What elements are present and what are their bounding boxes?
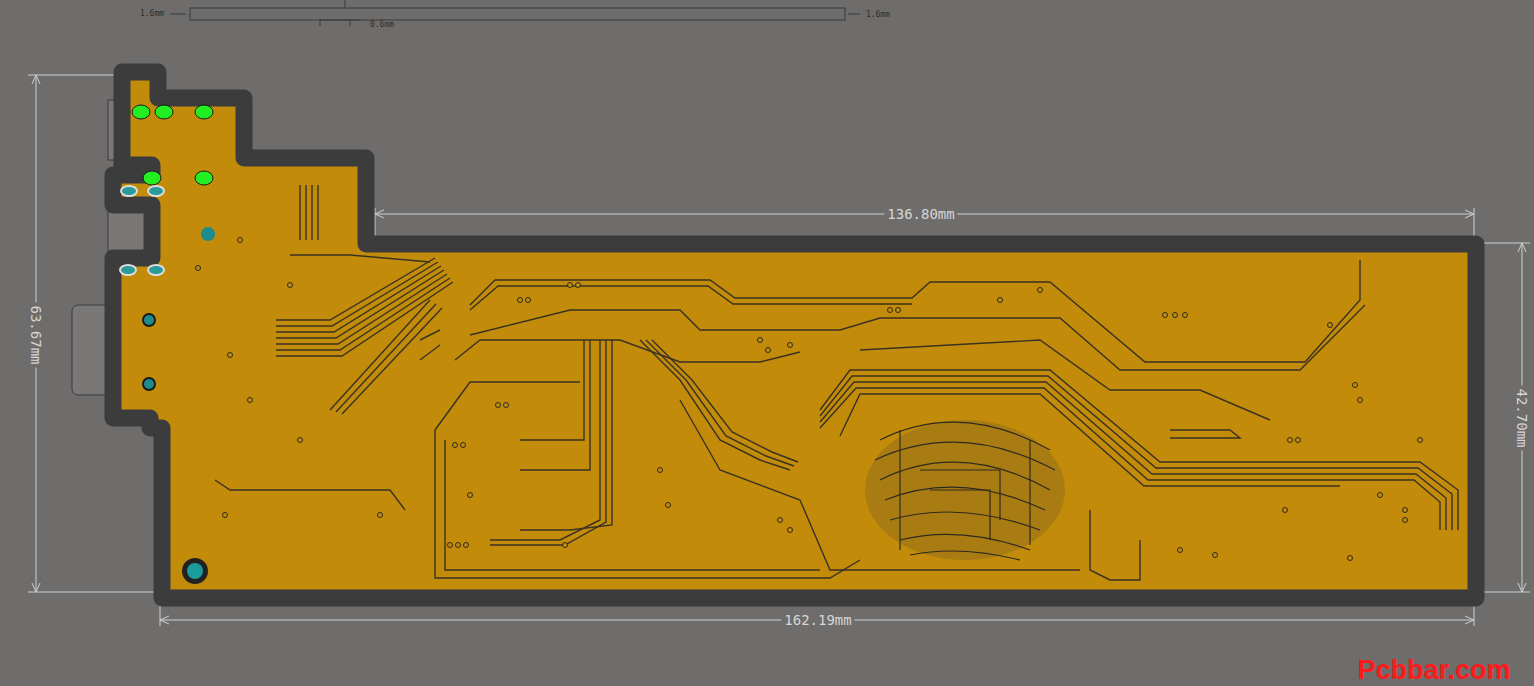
width-dimension: 162.19mm bbox=[781, 613, 854, 627]
bga-region bbox=[865, 420, 1065, 560]
vias bbox=[196, 238, 1423, 561]
pads bbox=[120, 105, 215, 584]
copper-traces bbox=[215, 185, 1458, 580]
width-dimension: 136.80mm bbox=[884, 207, 957, 221]
board-outline bbox=[113, 72, 1476, 598]
side-view bbox=[170, 0, 860, 26]
thickness-dimension: 1.6mm bbox=[139, 10, 165, 18]
thickness-dimension: 0.6mm bbox=[369, 21, 395, 29]
height-dimension: 42.70mm bbox=[1515, 385, 1529, 450]
watermark: Pcbbar.com bbox=[1357, 657, 1510, 684]
height-dimension: 63.67mm bbox=[29, 302, 43, 367]
thickness-dimension: 1.6mm bbox=[865, 11, 891, 19]
